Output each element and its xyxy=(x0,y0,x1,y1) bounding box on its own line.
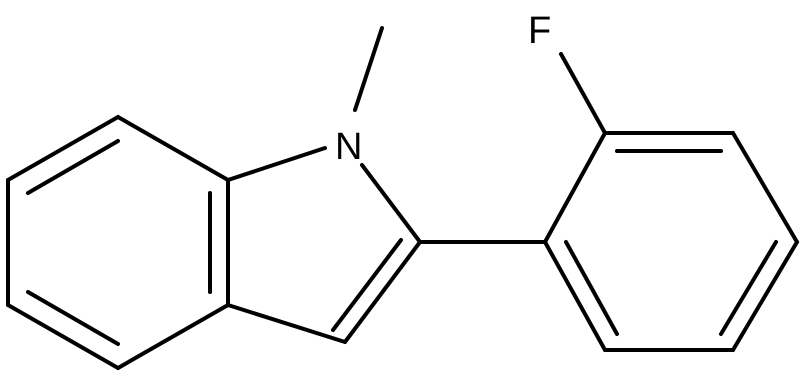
indole-benzene-bond-4 xyxy=(116,303,230,370)
indole-benzene-bond-1-inner xyxy=(26,139,120,195)
c3-c3a-bond xyxy=(226,303,347,344)
indole-benzene-bond-1 xyxy=(6,115,120,182)
indole-benzene-bond-3-inner xyxy=(26,290,120,346)
fluorine-label: F xyxy=(528,10,551,52)
indole-benzene-bond-6 xyxy=(116,115,230,182)
phenyl-bond-4-inner xyxy=(719,240,778,336)
indole-benzene-bond-3 xyxy=(6,303,120,370)
c-f-bond xyxy=(559,52,607,135)
phenyl-bond-4 xyxy=(731,240,799,352)
c2-c3-double-bond-inner xyxy=(331,238,403,332)
phenyl-bond-6 xyxy=(543,240,607,352)
c7a-n-bond xyxy=(226,146,327,182)
c2-c3-double-bond xyxy=(343,240,422,344)
phenyl-bond-1 xyxy=(543,131,607,244)
methyl-bond xyxy=(353,26,384,112)
phenyl-bond-6-inner xyxy=(564,240,619,336)
nitrogen-label: N xyxy=(335,126,362,168)
phenyl-bond-3 xyxy=(731,131,799,244)
n-c2-bond xyxy=(360,163,422,244)
